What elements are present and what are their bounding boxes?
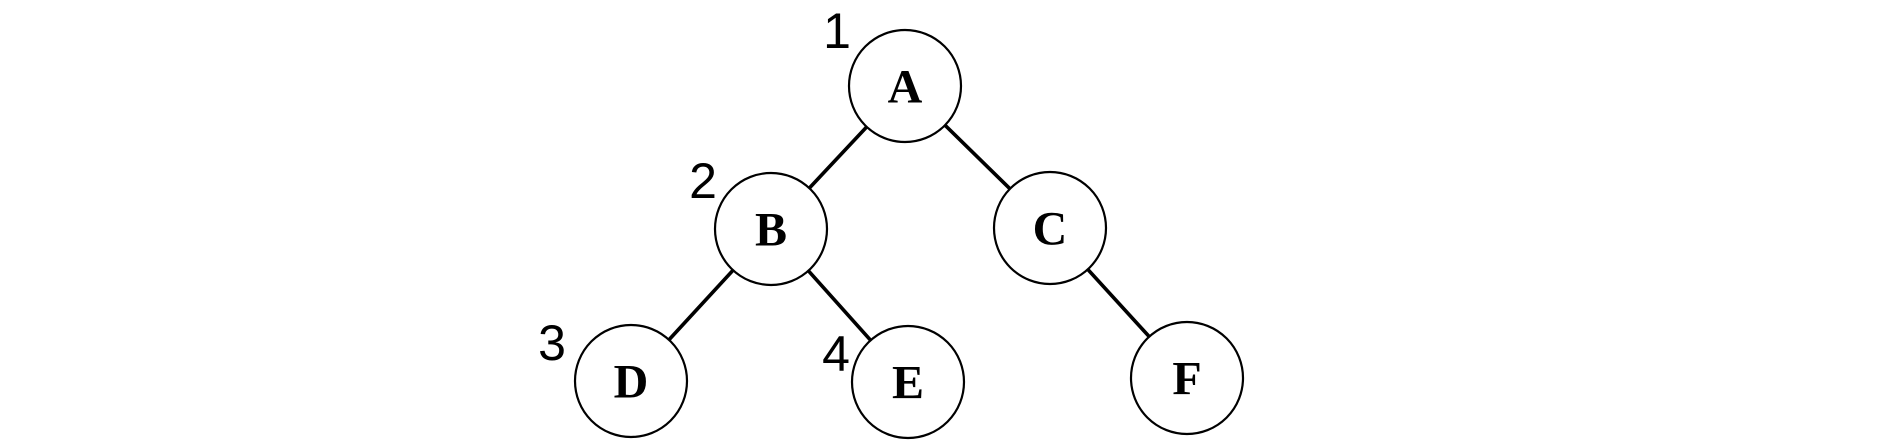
tree-node-circle-F <box>1129 320 1245 436</box>
visit-order-label-D: 3 <box>538 315 566 371</box>
tree-node-label-E: E <box>892 356 924 409</box>
tree-nodes-group: A B C D E F <box>573 28 1245 440</box>
tree-node-circle-C <box>992 170 1108 286</box>
visit-order-label-B: 2 <box>689 153 717 209</box>
tree-node-circle-A <box>847 28 963 144</box>
visit-order-label-E: 4 <box>822 326 850 382</box>
tree-node-label-C: C <box>1033 202 1068 255</box>
visit-order-labels-group: 1 2 3 4 <box>538 3 851 382</box>
tree-node-label-D: D <box>614 355 649 408</box>
tree-node-circle-D <box>573 323 689 439</box>
tree-node-label-A: A <box>888 60 923 113</box>
visit-order-label-A: 1 <box>823 3 851 59</box>
tree-node-circle-E <box>850 324 966 440</box>
tree-node-circle-B <box>713 171 829 287</box>
tree-node-label-F: F <box>1172 352 1201 405</box>
tree-node-label-B: B <box>755 203 787 256</box>
